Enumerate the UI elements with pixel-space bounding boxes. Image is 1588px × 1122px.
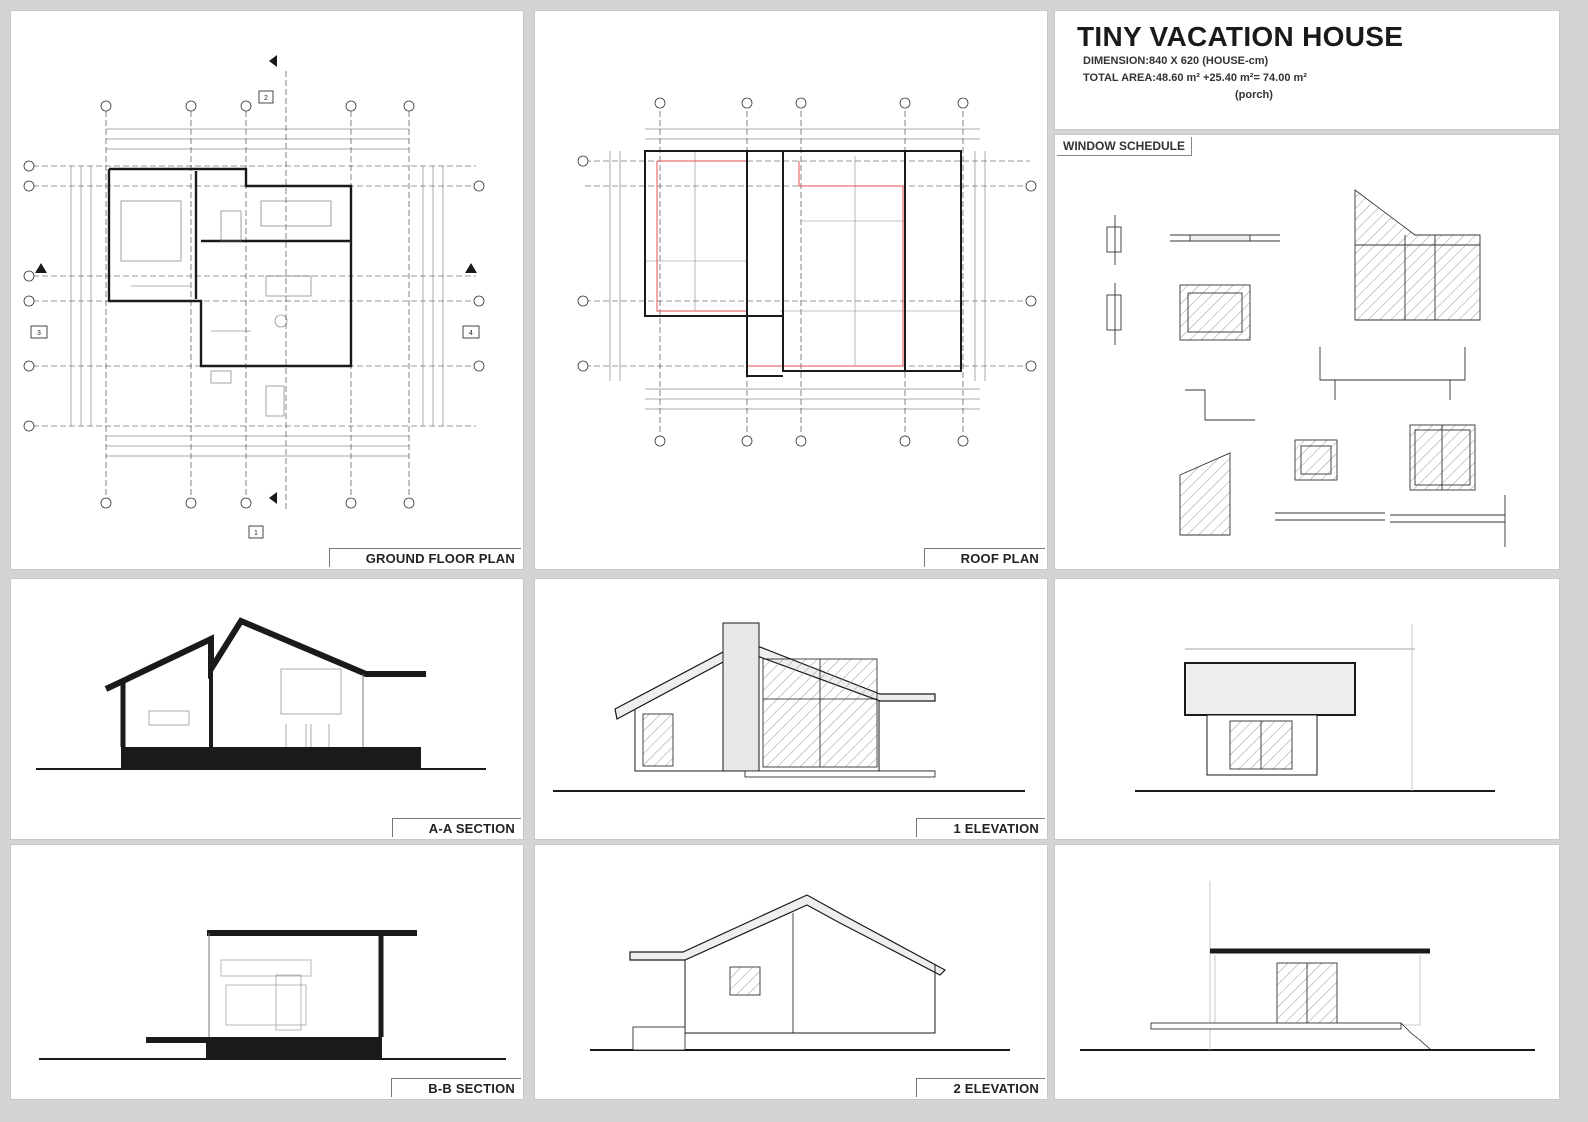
side-elevation-panel [1054,578,1560,840]
elevation-1-drawing [553,622,1025,792]
section-marker-1: 1 [254,530,258,537]
elevation-2-title: 2 ELEVATION [916,1078,1045,1097]
section-marker-2: 2 [264,95,268,102]
aa-section-drawing [36,617,486,770]
aa-section-panel: A-A SECTION [10,578,524,840]
bb-section-title: B-B SECTION [391,1078,521,1097]
elevation-2-drawing [590,894,1010,1051]
elevation-1-panel: 1 ELEVATION [534,578,1048,840]
roof-plan-panel: ROOF PLAN [534,10,1048,570]
dimension-text: DIMENSION:840 X 620 (HOUSE-cm) [1083,55,1269,67]
window-schedule-drawing [1106,189,1506,547]
section-marker-4-box [462,325,480,339]
project-title: TINY VACATION HOUSE [1077,21,1404,52]
ground-floor-plan-panel: 2 1 3 4 GROUND FLOOR PLAN [10,10,524,570]
bb-section-drawing [39,930,506,1060]
roof-plan-title: ROOF PLAN [923,548,1045,567]
ground-floor-plan-title: GROUND FLOOR PLAN [328,548,521,567]
section-marker-3: 3 [37,330,41,337]
elevation-2-panel: 2 ELEVATION [534,844,1048,1100]
section-marker-2-box [258,90,274,104]
total-area-text: TOTAL AREA:48.60 m² +25.40 m²= 74.00 m² [1083,72,1307,85]
title-block: TINY VACATION HOUSE DIMENSION:840 X 620 … [1054,10,1560,130]
section-marker-4: 4 [469,330,473,337]
rear-elevation-panel [1054,844,1560,1100]
bb-section-panel: B-B SECTION [10,844,524,1100]
window-schedule-panel: WINDOW SCHEDULE [1054,134,1560,570]
rear-elevation-drawing [1080,881,1535,1051]
section-marker-3-box [30,325,48,339]
elevation-1-title: 1 ELEVATION [916,818,1045,837]
aa-section-title: A-A SECTION [391,818,521,837]
ground-floor-plan-drawing: 2 1 3 4 [23,55,485,539]
porch-note: (porch) [1235,89,1273,102]
window-schedule-label: WINDOW SCHEDULE [1057,137,1192,156]
section-marker-1-box [248,525,264,539]
side-elevation-drawing [1135,624,1495,792]
roof-plan-drawing [577,97,1037,447]
